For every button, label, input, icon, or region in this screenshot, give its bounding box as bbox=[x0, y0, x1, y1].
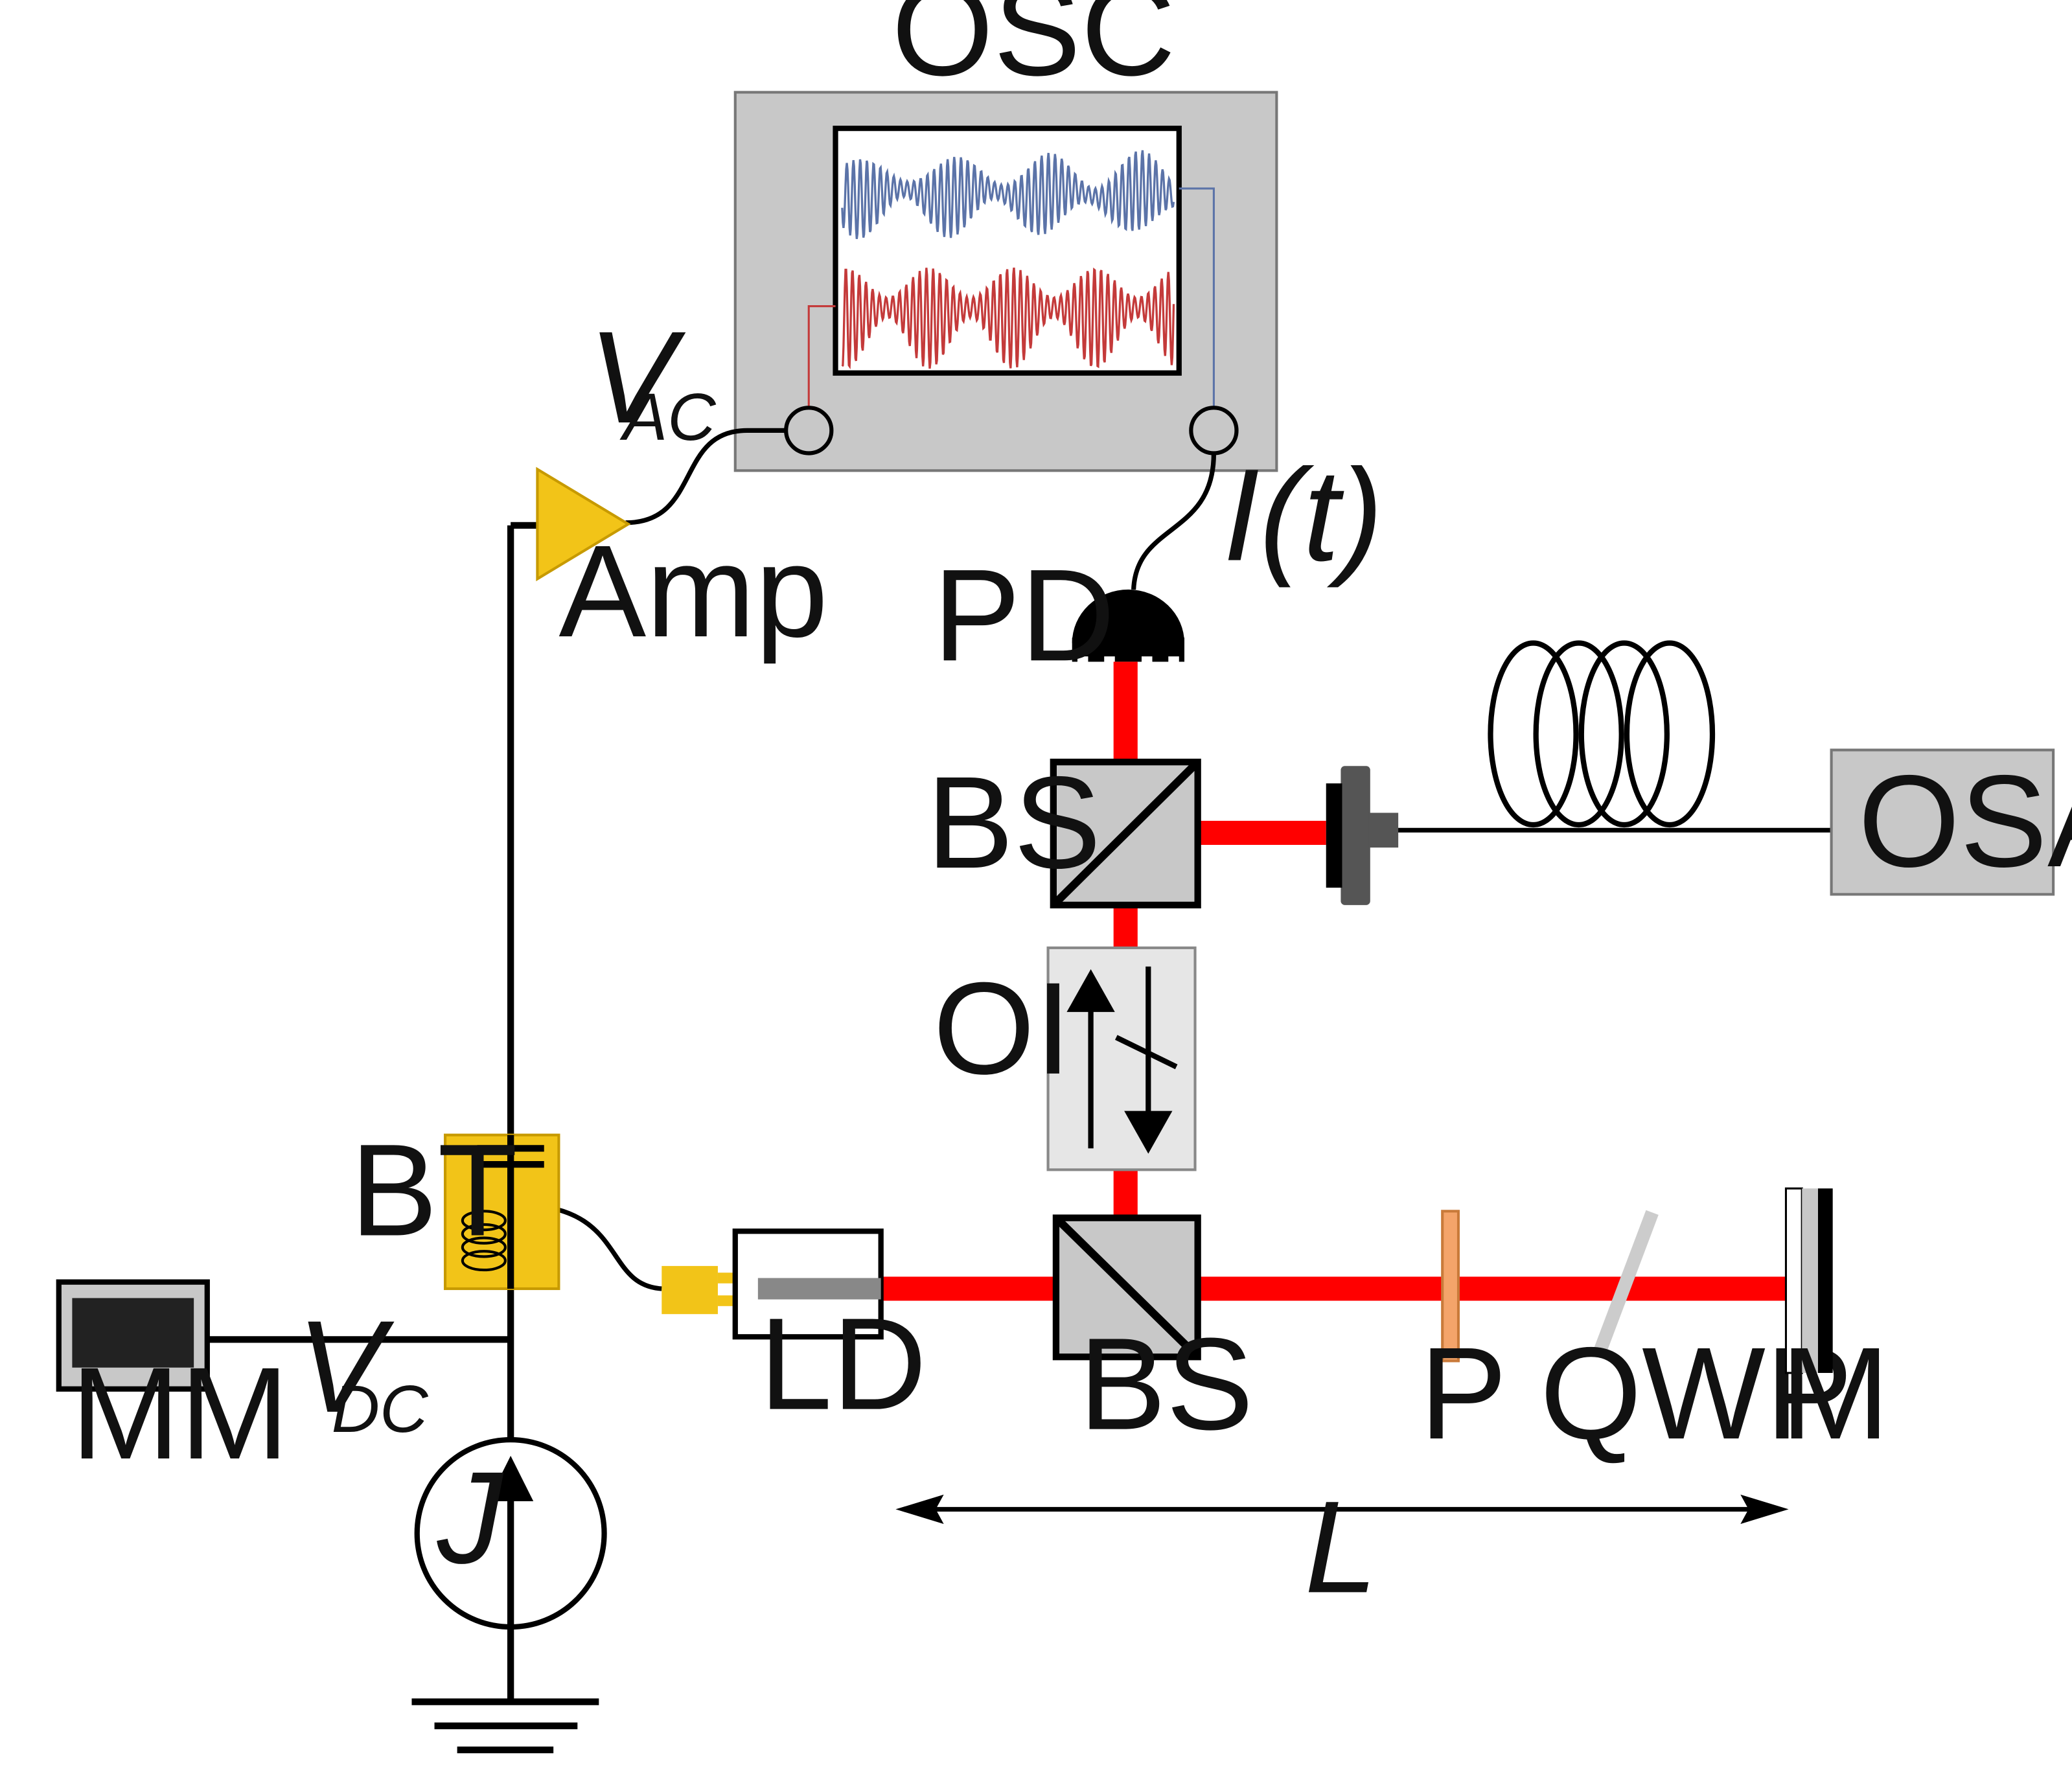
cavity-length-arrow bbox=[895, 1494, 1789, 1525]
optical-spectrum-analyzer bbox=[1830, 748, 2055, 896]
label-osa: OSA bbox=[1858, 748, 2072, 894]
laser-beams bbox=[881, 662, 1786, 1301]
laser-diode bbox=[662, 1228, 884, 1340]
label-oi: OI bbox=[933, 955, 1071, 1101]
beam-splitter-bottom bbox=[1052, 1214, 1201, 1361]
amplifier bbox=[536, 467, 631, 582]
label-vac-subscript: AC bbox=[619, 380, 717, 454]
label-it: I(t) bbox=[1223, 442, 1383, 588]
label-m: M bbox=[1780, 1320, 1889, 1466]
label-bs-bottom: BS bbox=[1079, 1311, 1254, 1457]
polarizer bbox=[1441, 1210, 1460, 1363]
mirror bbox=[1784, 1187, 1833, 1374]
channel-lead-red bbox=[807, 305, 836, 409]
fiber-coupler bbox=[1326, 766, 1399, 905]
ground-symbol bbox=[411, 1698, 599, 1753]
label-bs-top: BS bbox=[927, 749, 1101, 895]
label-mm: MM bbox=[71, 1340, 289, 1486]
fiber-coil bbox=[1488, 640, 1716, 828]
beam-splitter-top bbox=[1050, 758, 1201, 909]
multimeter bbox=[56, 1279, 210, 1392]
label-osc: OSC bbox=[892, 0, 1175, 103]
label-p: P bbox=[1420, 1320, 1507, 1466]
oscilloscope-trace-red bbox=[841, 267, 1175, 370]
bias-tee bbox=[443, 1133, 560, 1291]
oscilloscope-trace-blue bbox=[841, 150, 1175, 239]
label-l: L bbox=[1305, 1473, 1377, 1620]
quarter-wave-plate bbox=[1592, 1210, 1659, 1357]
current-source bbox=[414, 1437, 607, 1630]
label-amp: Amp bbox=[558, 518, 828, 664]
label-bt: BT bbox=[351, 1116, 518, 1263]
label-pd: PD bbox=[933, 542, 1115, 688]
label-ld: LD bbox=[759, 1291, 927, 1437]
oscilloscope-input-left[interactable] bbox=[784, 406, 834, 455]
oscilloscope bbox=[733, 91, 1278, 472]
photodetector bbox=[1072, 589, 1185, 665]
channel-lead-blue bbox=[1179, 187, 1215, 409]
label-vdc-subscript: DC bbox=[332, 1372, 429, 1446]
optical-isolator bbox=[1046, 946, 1197, 1171]
label-vdc: V bbox=[297, 1293, 395, 1440]
label-vac: V bbox=[588, 304, 686, 450]
label-j: J bbox=[437, 1444, 504, 1591]
